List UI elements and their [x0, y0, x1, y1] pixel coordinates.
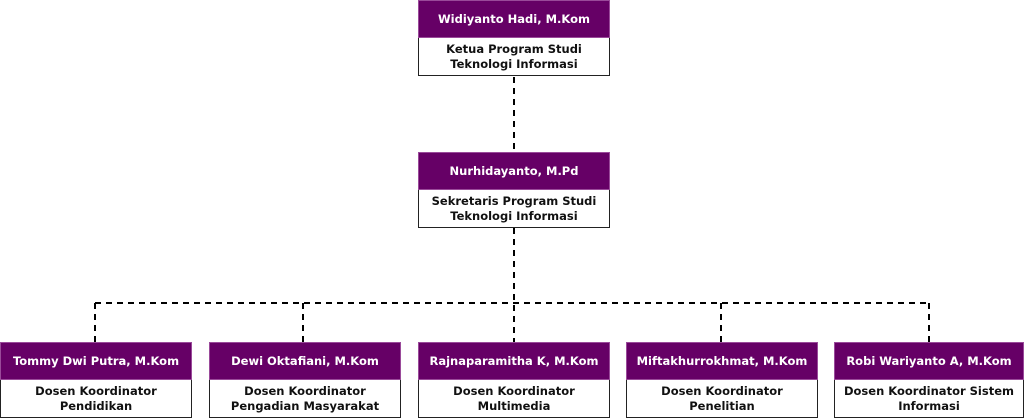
node-name: Miftakhurrokhmat, M.Kom — [626, 342, 818, 380]
node-coordinator: Dewi Oktafiani, M.Kom Dosen Koordinator … — [209, 342, 401, 418]
node-name: Tommy Dwi Putra, M.Kom — [0, 342, 192, 380]
node-coordinator: Miftakhurrokhmat, M.Kom Dosen Koordinato… — [626, 342, 818, 418]
node-role: Sekretaris Program Studi Teknologi Infor… — [418, 190, 610, 228]
node-coordinator: Rajnaparamitha K, M.Kom Dosen Koordinato… — [418, 342, 610, 418]
node-role: Ketua Program Studi Teknologi Informasi — [418, 38, 610, 76]
node-role: Dosen Koordinator Multimedia — [418, 380, 610, 418]
node-role: Dosen Koordinator Sistem Informasi — [834, 380, 1024, 418]
node-name: Robi Wariyanto A, M.Kom — [834, 342, 1024, 380]
node-role: Dosen Koordinator Penelitian — [626, 380, 818, 418]
node-coordinator: Tommy Dwi Putra, M.Kom Dosen Koordinator… — [0, 342, 192, 418]
node-role: Dosen Koordinator Pengadian Masyarakat — [209, 380, 401, 418]
node-name: Nurhidayanto, M.Pd — [418, 152, 610, 190]
node-name: Widiyanto Hadi, M.Kom — [418, 0, 610, 38]
node-role: Dosen Koordinator Pendidikan — [0, 380, 192, 418]
node-secretary: Nurhidayanto, M.Pd Sekretaris Program St… — [418, 152, 610, 228]
node-name: Rajnaparamitha K, M.Kom — [418, 342, 610, 380]
node-head: Widiyanto Hadi, M.Kom Ketua Program Stud… — [418, 0, 610, 76]
node-coordinator: Robi Wariyanto A, M.Kom Dosen Koordinato… — [834, 342, 1024, 418]
node-name: Dewi Oktafiani, M.Kom — [209, 342, 401, 380]
